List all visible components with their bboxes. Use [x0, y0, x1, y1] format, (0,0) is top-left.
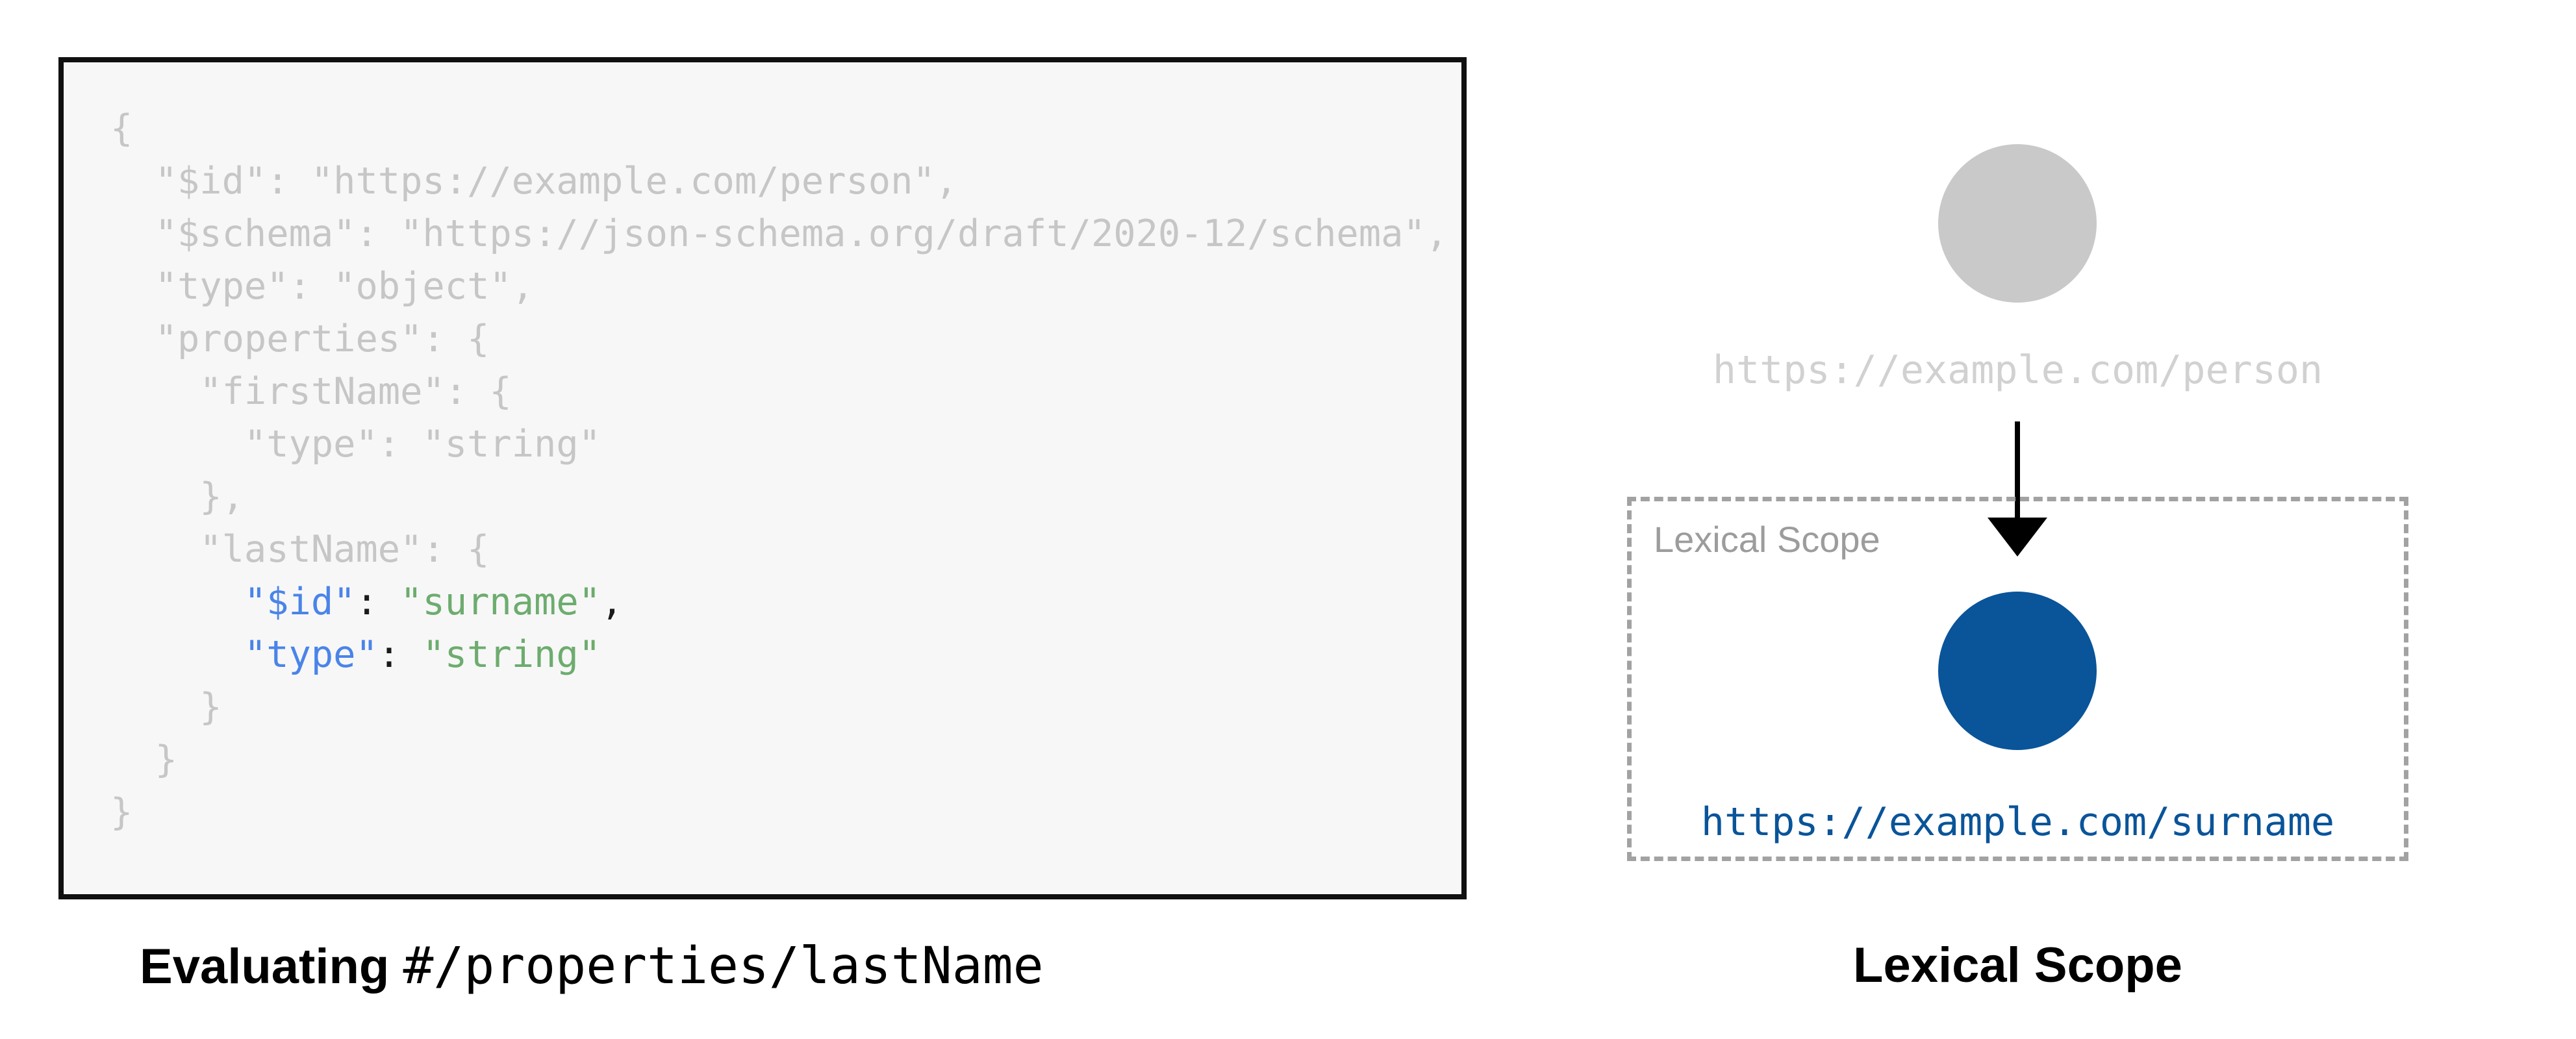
arrow-down-icon	[1988, 421, 2047, 557]
code-line: "type": "string"	[244, 633, 601, 676]
child-schema-uri: https://example.com/surname	[1700, 799, 2335, 845]
code-line: "firstName": {	[110, 370, 512, 413]
code-line: "$schema": "https://json-schema.org/draf…	[110, 212, 1448, 255]
lexical-scope-box-label: Lexical Scope	[1654, 519, 1880, 560]
code-line: },	[110, 475, 244, 518]
schema-code-panel: { "$id": "https://example.com/person", "…	[58, 57, 1467, 899]
parent-schema-uri: https://example.com/person	[1712, 347, 2323, 393]
caption-space	[389, 939, 403, 994]
code-line: "lastName": {	[110, 528, 490, 571]
code-line: "type": "object",	[110, 265, 535, 308]
right-caption: Lexical Scope	[1853, 938, 2182, 993]
child-schema-node	[1938, 592, 2097, 750]
code-line: }	[110, 738, 177, 781]
schema-code: { "$id": "https://example.com/person", "…	[64, 62, 1461, 894]
left-caption-prefix: Evaluating	[140, 939, 390, 994]
left-caption: Evaluating #/properties/lastName	[140, 937, 1044, 995]
parent-schema-node	[1938, 144, 2097, 303]
code-line: }	[110, 686, 222, 729]
code-line: {	[110, 107, 133, 150]
code-line: "properties": {	[110, 318, 490, 360]
code-line: "$id": "surname",	[244, 581, 624, 623]
left-caption-pointer: #/properties/lastName	[403, 937, 1044, 995]
code-line: }	[110, 791, 133, 834]
code-line: "$id": "https://example.com/person",	[110, 160, 958, 203]
code-line: "type": "string"	[110, 423, 601, 466]
lexical-scope-box: Lexical Scope	[1627, 497, 2408, 861]
